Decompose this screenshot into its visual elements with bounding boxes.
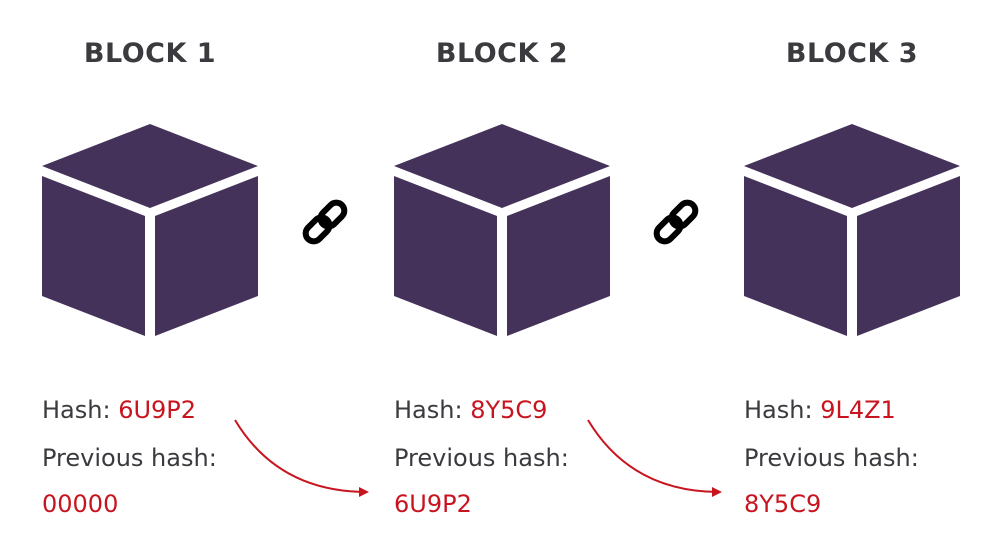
hash-line: Hash: 8Y5C9 <box>394 396 547 424</box>
previous-hash-label: Previous hash: <box>42 444 217 472</box>
block-3: BLOCK 3 Hash: 9L4Z1 Previous hash: 8Y5C9 <box>712 0 992 560</box>
previous-hash-label: Previous hash: <box>744 444 919 472</box>
block-2: BLOCK 2 Hash: 8Y5C9 Previous hash: 6U9P2 <box>362 0 642 560</box>
cube-icon <box>744 124 960 336</box>
previous-hash-value: 8Y5C9 <box>744 490 822 518</box>
block-title: BLOCK 3 <box>785 38 919 69</box>
hash-value: 8Y5C9 <box>470 396 548 424</box>
chain-link-icon <box>653 199 699 245</box>
previous-hash-label: Previous hash: <box>394 444 569 472</box>
hash-value: 9L4Z1 <box>820 396 896 424</box>
cube-icon <box>394 124 610 336</box>
hash-line: Hash: 6U9P2 <box>42 396 196 424</box>
cube-icon <box>42 124 258 336</box>
hash-line: Hash: 9L4Z1 <box>744 396 896 424</box>
hash-label: Hash: <box>744 396 813 424</box>
hash-value: 6U9P2 <box>118 396 197 424</box>
block-title: BLOCK 1 <box>83 38 217 69</box>
hash-label: Hash: <box>394 396 463 424</box>
chain-link-icon <box>302 199 348 245</box>
block-title: BLOCK 2 <box>435 38 569 69</box>
previous-hash-value: 6U9P2 <box>394 490 472 518</box>
previous-hash-value: 00000 <box>42 490 119 518</box>
block-1: BLOCK 1 Hash: 6U9P2 Previous hash: 00000 <box>10 0 290 560</box>
hash-label: Hash: <box>42 396 111 424</box>
